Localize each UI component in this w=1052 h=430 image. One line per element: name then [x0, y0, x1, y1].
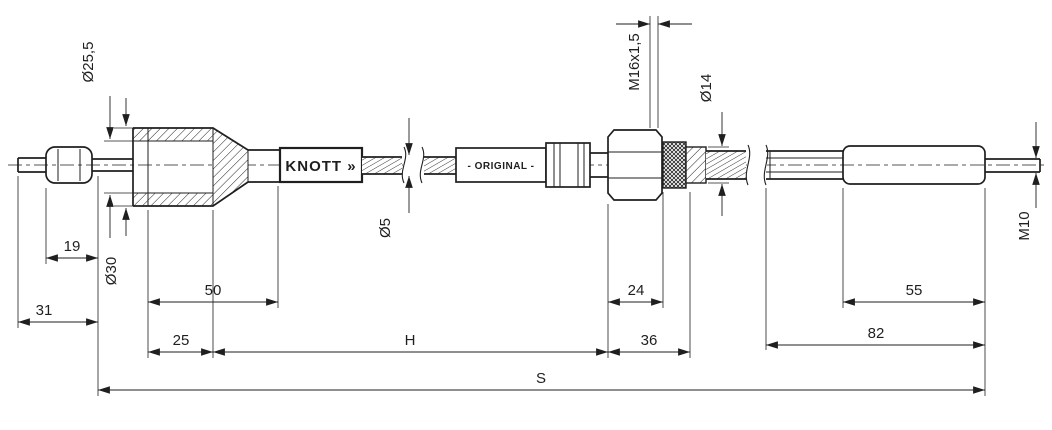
dimension-labels: 19 31 50 25 H 24 36 55 82 S Ø25,5 Ø30 Ø5…: [36, 33, 1033, 387]
extension-lines: [17, 16, 986, 396]
break-symbol: [401, 146, 407, 184]
sheath-cable-section: [706, 144, 769, 186]
dim-label-50: 50: [205, 282, 222, 299]
dim-label-m16: M16x1,5: [626, 33, 643, 91]
rod-body: [842, 145, 1041, 185]
dim-label-dia25-5: Ø25,5: [80, 42, 97, 83]
ferrule: [662, 141, 707, 189]
brand-label-box: KNOTT »: [278, 146, 364, 184]
dim-label-36: 36: [641, 332, 658, 349]
dim-label-dia30: Ø30: [103, 257, 120, 285]
dim-label-dia14: Ø14: [698, 74, 715, 102]
dim-label-dia5: Ø5: [377, 218, 394, 238]
dim-label-82: 82: [868, 325, 885, 342]
dim-label-31: 31: [36, 302, 53, 319]
dim-label-S: S: [536, 370, 546, 387]
hex-nut: [607, 129, 663, 201]
dim-label-m10: M10: [1016, 211, 1033, 240]
original-label-box: - ORIGINAL -: [455, 147, 547, 183]
dim-label-19: 19: [64, 238, 81, 255]
dim-label-55: 55: [906, 282, 923, 299]
dimension-lines: [18, 20, 1040, 394]
dim-label-25: 25: [173, 332, 190, 349]
original-label: - ORIGINAL -: [468, 161, 535, 172]
break-symbol: [745, 144, 751, 186]
barrel-nipple: [45, 146, 93, 184]
dim-label-H: H: [405, 332, 416, 349]
cable-end-nipple: [17, 146, 133, 184]
brand-label: KNOTT »: [285, 158, 356, 175]
dim-label-24: 24: [628, 282, 645, 299]
adjuster-sleeve: [545, 142, 608, 188]
cable-left-section: [362, 146, 456, 184]
bell-housing: [132, 127, 280, 207]
fork-end: [766, 150, 843, 180]
